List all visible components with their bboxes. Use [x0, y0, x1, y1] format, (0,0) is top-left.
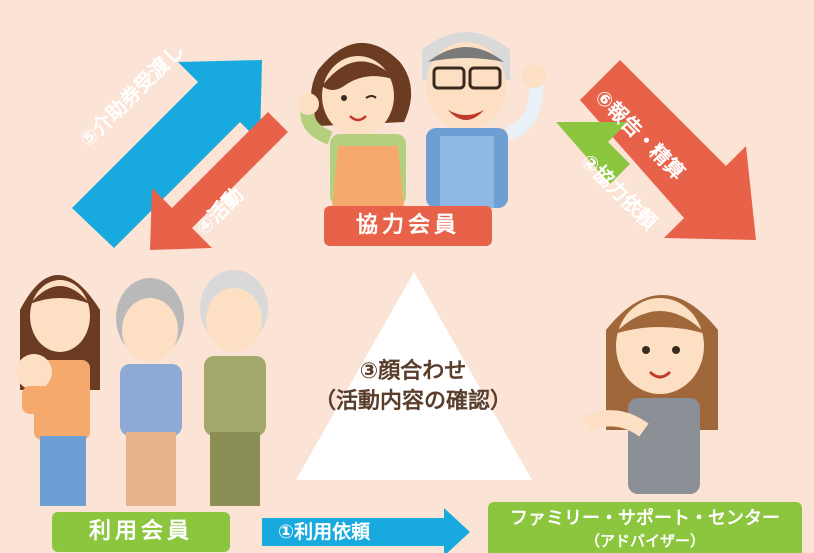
step3-subtitle: （活動内容の確認） [313, 389, 512, 414]
arrow-step6 [580, 60, 756, 240]
family-support-center-label: ファミリー・サポート・センター （アドバイザー） [488, 502, 802, 553]
cooperating-members-illustration [297, 32, 546, 208]
step1-text: ①利用依頼 [278, 521, 371, 543]
center-triangle [296, 272, 532, 480]
step3-text: ③顔合わせ （活動内容の確認） [300, 357, 526, 417]
arrow-step4 [150, 112, 288, 250]
cooperating-member-label: 協力会員 [324, 206, 492, 246]
arrow-step5 [72, 60, 262, 248]
family-support-center-name: ファミリー・サポート・センター [510, 508, 780, 529]
using-member-label: 利用会員 [52, 512, 230, 552]
arrow-step2 [556, 122, 716, 250]
using-members-illustration [16, 270, 268, 506]
advisor-illustration [582, 295, 718, 494]
arrow-step1 [262, 508, 470, 553]
step3-title: ③顔合わせ [359, 359, 467, 384]
advisor-subtitle: （アドバイザー） [584, 532, 705, 550]
